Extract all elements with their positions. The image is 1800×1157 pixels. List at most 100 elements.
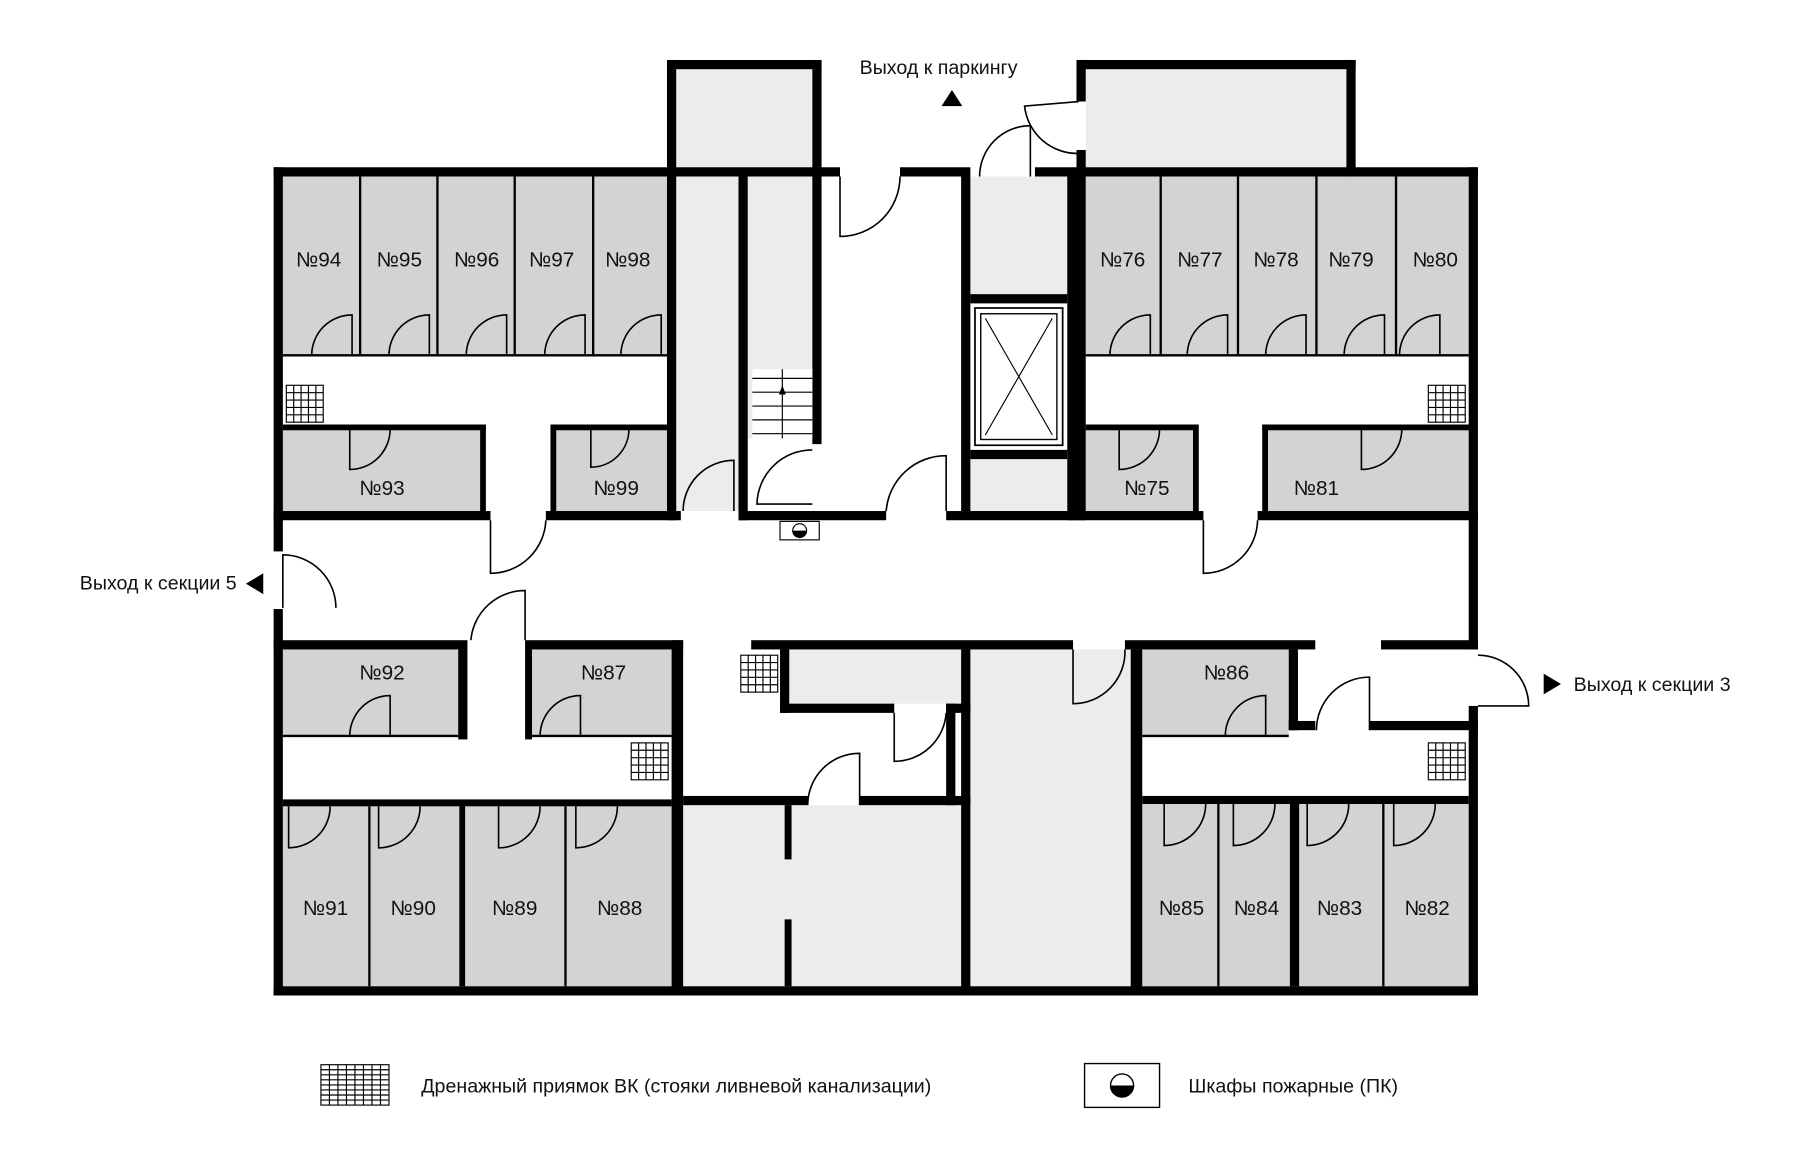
wall [1262,424,1470,431]
door[interactable] [287,806,331,849]
door[interactable] [539,694,582,736]
room-label: №90 [391,897,436,920]
wall [273,167,841,177]
wall [946,511,1204,521]
wall [1067,176,1086,521]
door[interactable] [310,314,353,356]
room-fill [1266,429,1469,512]
room-label: №87 [581,661,626,684]
room-label: №95 [377,248,422,271]
room-label: №82 [1404,897,1449,920]
door[interactable] [1315,676,1371,731]
door[interactable] [489,520,547,575]
door[interactable] [620,314,663,356]
room-label: №84 [1234,897,1279,920]
door[interactable] [575,806,619,849]
fire-cabinet-icon [779,520,820,541]
wall [282,799,672,807]
door[interactable] [282,554,337,608]
room-fill [282,806,672,987]
wall [1288,649,1298,731]
elevator-icon [974,307,1064,447]
door[interactable] [682,459,735,512]
door[interactable] [1343,314,1386,356]
door[interactable] [377,806,421,849]
exit-section-5[interactable]: Выход к секции 5 [80,572,264,595]
wall [780,703,895,713]
door[interactable] [1072,649,1126,705]
wall [961,649,971,996]
wall [480,424,486,515]
room-fill [282,176,667,356]
door[interactable] [1392,804,1437,847]
room-fill [970,649,1131,987]
door[interactable] [1232,804,1276,847]
exit-section-3[interactable]: Выход к секции 3 [1543,673,1731,696]
door[interactable] [543,314,586,356]
wall [738,511,887,521]
wall [1381,640,1478,650]
exit-section-3-label: Выход к секции 3 [1574,674,1731,696]
door[interactable] [806,752,861,806]
room-label: №99 [594,477,639,500]
wall [1288,720,1316,731]
wall [1262,424,1268,515]
door[interactable] [1398,314,1441,356]
wall [970,449,1068,460]
door[interactable] [497,806,541,849]
wall [525,649,533,740]
wall [273,640,468,650]
door[interactable] [1264,314,1307,356]
room-label: №88 [597,897,642,920]
room-fill [282,649,459,736]
wall [1192,424,1199,515]
room-label: №83 [1317,897,1362,920]
door[interactable] [1306,804,1350,847]
door[interactable] [348,694,391,736]
wall [1124,640,1316,650]
door[interactable] [1163,804,1207,847]
legend-fire-label: Шкафы пожарные (ПК) [1188,1075,1398,1097]
door[interactable] [756,449,813,505]
door[interactable] [1360,429,1403,471]
drain-pit-icon [320,1064,390,1106]
door[interactable] [1118,429,1161,471]
wall [683,795,808,806]
door[interactable] [1023,100,1079,155]
wall [282,424,486,431]
door[interactable] [1477,654,1530,707]
door[interactable] [1202,520,1259,575]
wall [970,294,1068,304]
door[interactable] [839,176,901,238]
room-label: №93 [359,477,404,500]
door[interactable] [1109,314,1152,356]
wall [550,424,557,515]
wall [273,609,283,996]
door[interactable] [1224,694,1267,736]
door[interactable] [590,429,630,468]
wall [900,167,971,177]
arrow-left-icon [245,573,264,595]
door[interactable] [1186,314,1229,356]
wall [1085,424,1198,431]
room-label: №97 [529,248,574,271]
door[interactable] [465,314,508,356]
room-fill [1085,429,1193,512]
wall [738,176,748,521]
door[interactable] [978,124,1032,177]
door[interactable] [470,589,526,641]
wall [666,59,822,70]
wall [1289,804,1300,987]
door[interactable] [885,454,947,512]
wall [859,795,971,806]
room-label: №92 [359,661,404,684]
exit-parking[interactable]: Выход к паркингу [860,57,1018,107]
drain-pit-icon [740,654,779,693]
drain-pit-icon [1427,384,1466,423]
door[interactable] [348,429,391,471]
door[interactable] [893,712,947,763]
door[interactable] [388,314,431,356]
wall [1076,59,1356,70]
wall [1468,705,1478,996]
room-label: №85 [1159,897,1204,920]
